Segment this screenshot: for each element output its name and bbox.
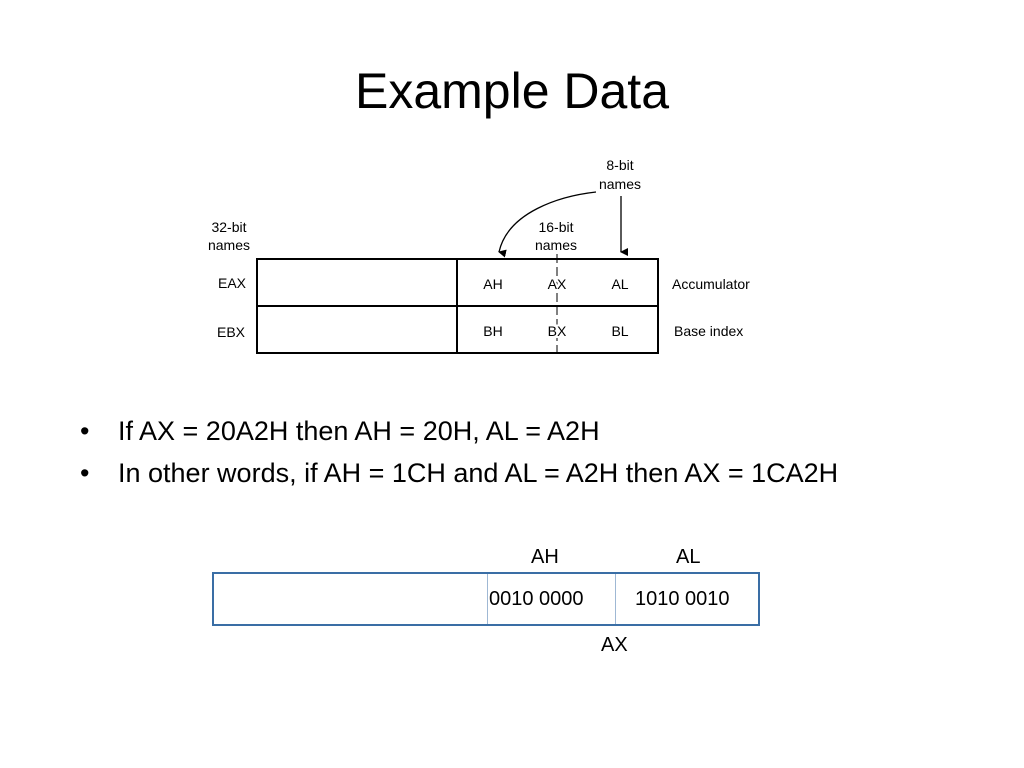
ax-high-value: 0010 0000 [489,588,584,610]
ax-high-label: AH [531,546,559,568]
row-eax-word: AX [548,276,567,292]
ax-low-value: 1010 0010 [635,588,730,610]
ax-word-label: AX [601,634,628,656]
ax-low-divider [615,574,616,624]
row-ebx-word: BX [548,323,567,339]
row-ebx-low: BL [611,323,628,339]
ax-low-label: AL [676,546,701,568]
row-eax-high: AH [483,276,502,292]
row-eax-description: Accumulator [672,276,750,292]
header-16bit-line2: names [535,237,577,253]
row-ebx-description: Base index [674,323,743,339]
bullet-text: In other words, if AH = 1CH and AL = A2H… [118,458,839,488]
bullet-item: • If AX = 20A2H then AH = 20H, AL = A2H [80,410,838,452]
bullet-list: • If AX = 20A2H then AH = 20H, AL = A2H … [80,410,838,494]
row-ebx-name: EBX [217,324,246,340]
row-eax-low: AL [611,276,628,292]
header-16bit-line1: 16-bit [538,219,573,235]
ax-high-divider [487,574,488,624]
ax-register-box: 0010 0000 1010 0010 [212,572,760,626]
row-eax-name: EAX [218,275,247,291]
header-8bit-line1: 8-bit [606,157,633,173]
bullet-text: If AX = 20A2H then AH = 20H, AL = A2H [118,416,600,446]
arrow-to-high-byte [498,191,597,258]
register-diagram: 32-bit names 16-bit names 8-bit names EA… [208,157,750,357]
header-8bit-line2: names [599,176,641,192]
bullet-item: • In other words, if AH = 1CH and AL = A… [80,452,838,494]
row-ebx-high: BH [483,323,502,339]
bullet-symbol: • [80,458,90,488]
slide-title: Example Data [354,63,670,119]
bullet-symbol: • [80,416,90,446]
header-32bit-line1: 32-bit [211,219,246,235]
header-32bit-line2: names [208,237,250,253]
